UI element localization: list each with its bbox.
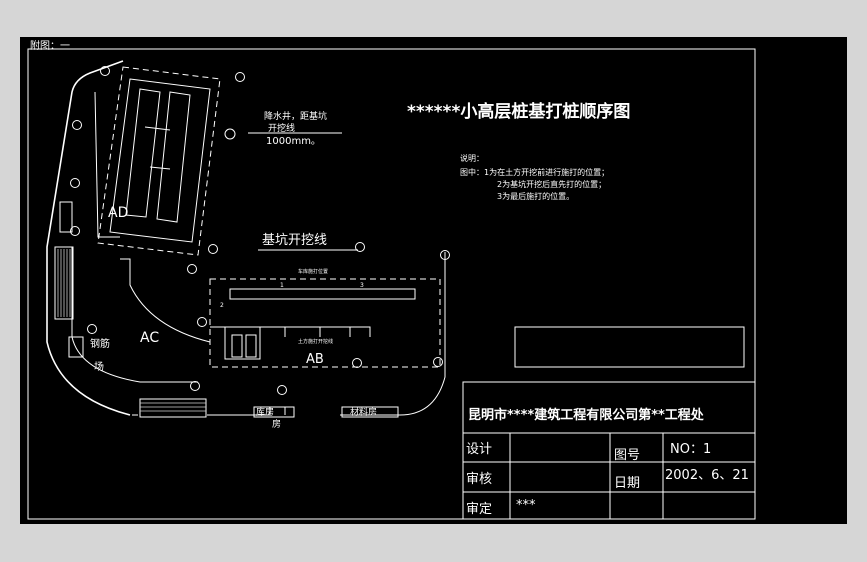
notes-line-2: 2为基坑开挖后直先打的位置；: [497, 179, 606, 189]
drawing-title: ******小高层桩基打桩顺序图: [407, 101, 630, 122]
site-boundary-right: [399, 252, 446, 416]
drawing-no-value: NO：1: [670, 442, 711, 457]
dewatering-note-line3: 1000mm。: [266, 136, 321, 147]
company-name: 昆明市****建筑工程有限公司第**工程处: [468, 407, 705, 423]
dewatering-wells: [70, 66, 450, 395]
drawing-no-label: 图号: [614, 448, 640, 463]
review-label: 审核: [466, 472, 492, 487]
zone-ab-boundary: [209, 278, 441, 368]
date-label: 日期: [614, 476, 640, 491]
stair-block: [139, 398, 207, 418]
small-box: [68, 336, 84, 358]
zone-ad-boundary: [97, 66, 221, 256]
dewatering-well: [224, 128, 236, 140]
dewatering-note-line1: 降水井，距基坑: [264, 110, 327, 122]
site-boundary-curve: [46, 60, 131, 416]
notes-line-3: 3为最后施打的位置。: [497, 191, 574, 201]
design-label: 设计: [466, 442, 492, 457]
rebar-yard-label-1: 钢筋: [90, 337, 110, 350]
sheet-frame: [27, 48, 756, 520]
seq-num-3: 3: [360, 282, 364, 289]
cad-drawing-canvas[interactable]: 附图：一 ******小高层桩基打桩顺序图 说明： 图中：1为在土方开挖前进行施…: [20, 37, 847, 524]
zone-ab-label: AB: [306, 352, 324, 367]
building-b-label: 材料房: [350, 406, 377, 418]
attachment-label: 附图：一: [30, 39, 70, 52]
notes-line-1: 图中：1为在土方开挖前进行施打的位置；: [460, 167, 609, 177]
well-mark: [87, 324, 97, 334]
zone-ac-label: AC: [140, 330, 159, 346]
dewatering-note-line2: 开挖线: [268, 122, 295, 134]
title-block: [462, 381, 756, 520]
date-value: 2002、6、21: [665, 468, 749, 483]
zone-ad-label: AD: [108, 205, 128, 221]
approve-value: ***: [516, 498, 536, 513]
inner-note-bottom: 土方施打开挖线: [298, 338, 333, 345]
pile-row-top: [229, 288, 416, 300]
notes-heading: 说明：: [460, 153, 484, 163]
legend-box: [514, 326, 745, 368]
inner-note-top: 车库施打位置: [298, 268, 328, 275]
seq-num-2: 2: [220, 302, 224, 309]
building-a-label: 库房: [256, 406, 274, 418]
seq-num-1: 1: [280, 282, 284, 289]
rebar-yard-label-2: 场: [94, 360, 104, 373]
inner-road-line: [71, 247, 198, 383]
approve-label: 审定: [466, 502, 492, 517]
building-a-label-2: 房: [272, 418, 281, 430]
rack-block: [54, 246, 74, 320]
pit-line-label: 基坑开挖线: [262, 233, 327, 248]
drawing-svg: 附图：一 ******小高层桩基打桩顺序图 说明： 图中：1为在土方开挖前进行施…: [27, 39, 756, 520]
